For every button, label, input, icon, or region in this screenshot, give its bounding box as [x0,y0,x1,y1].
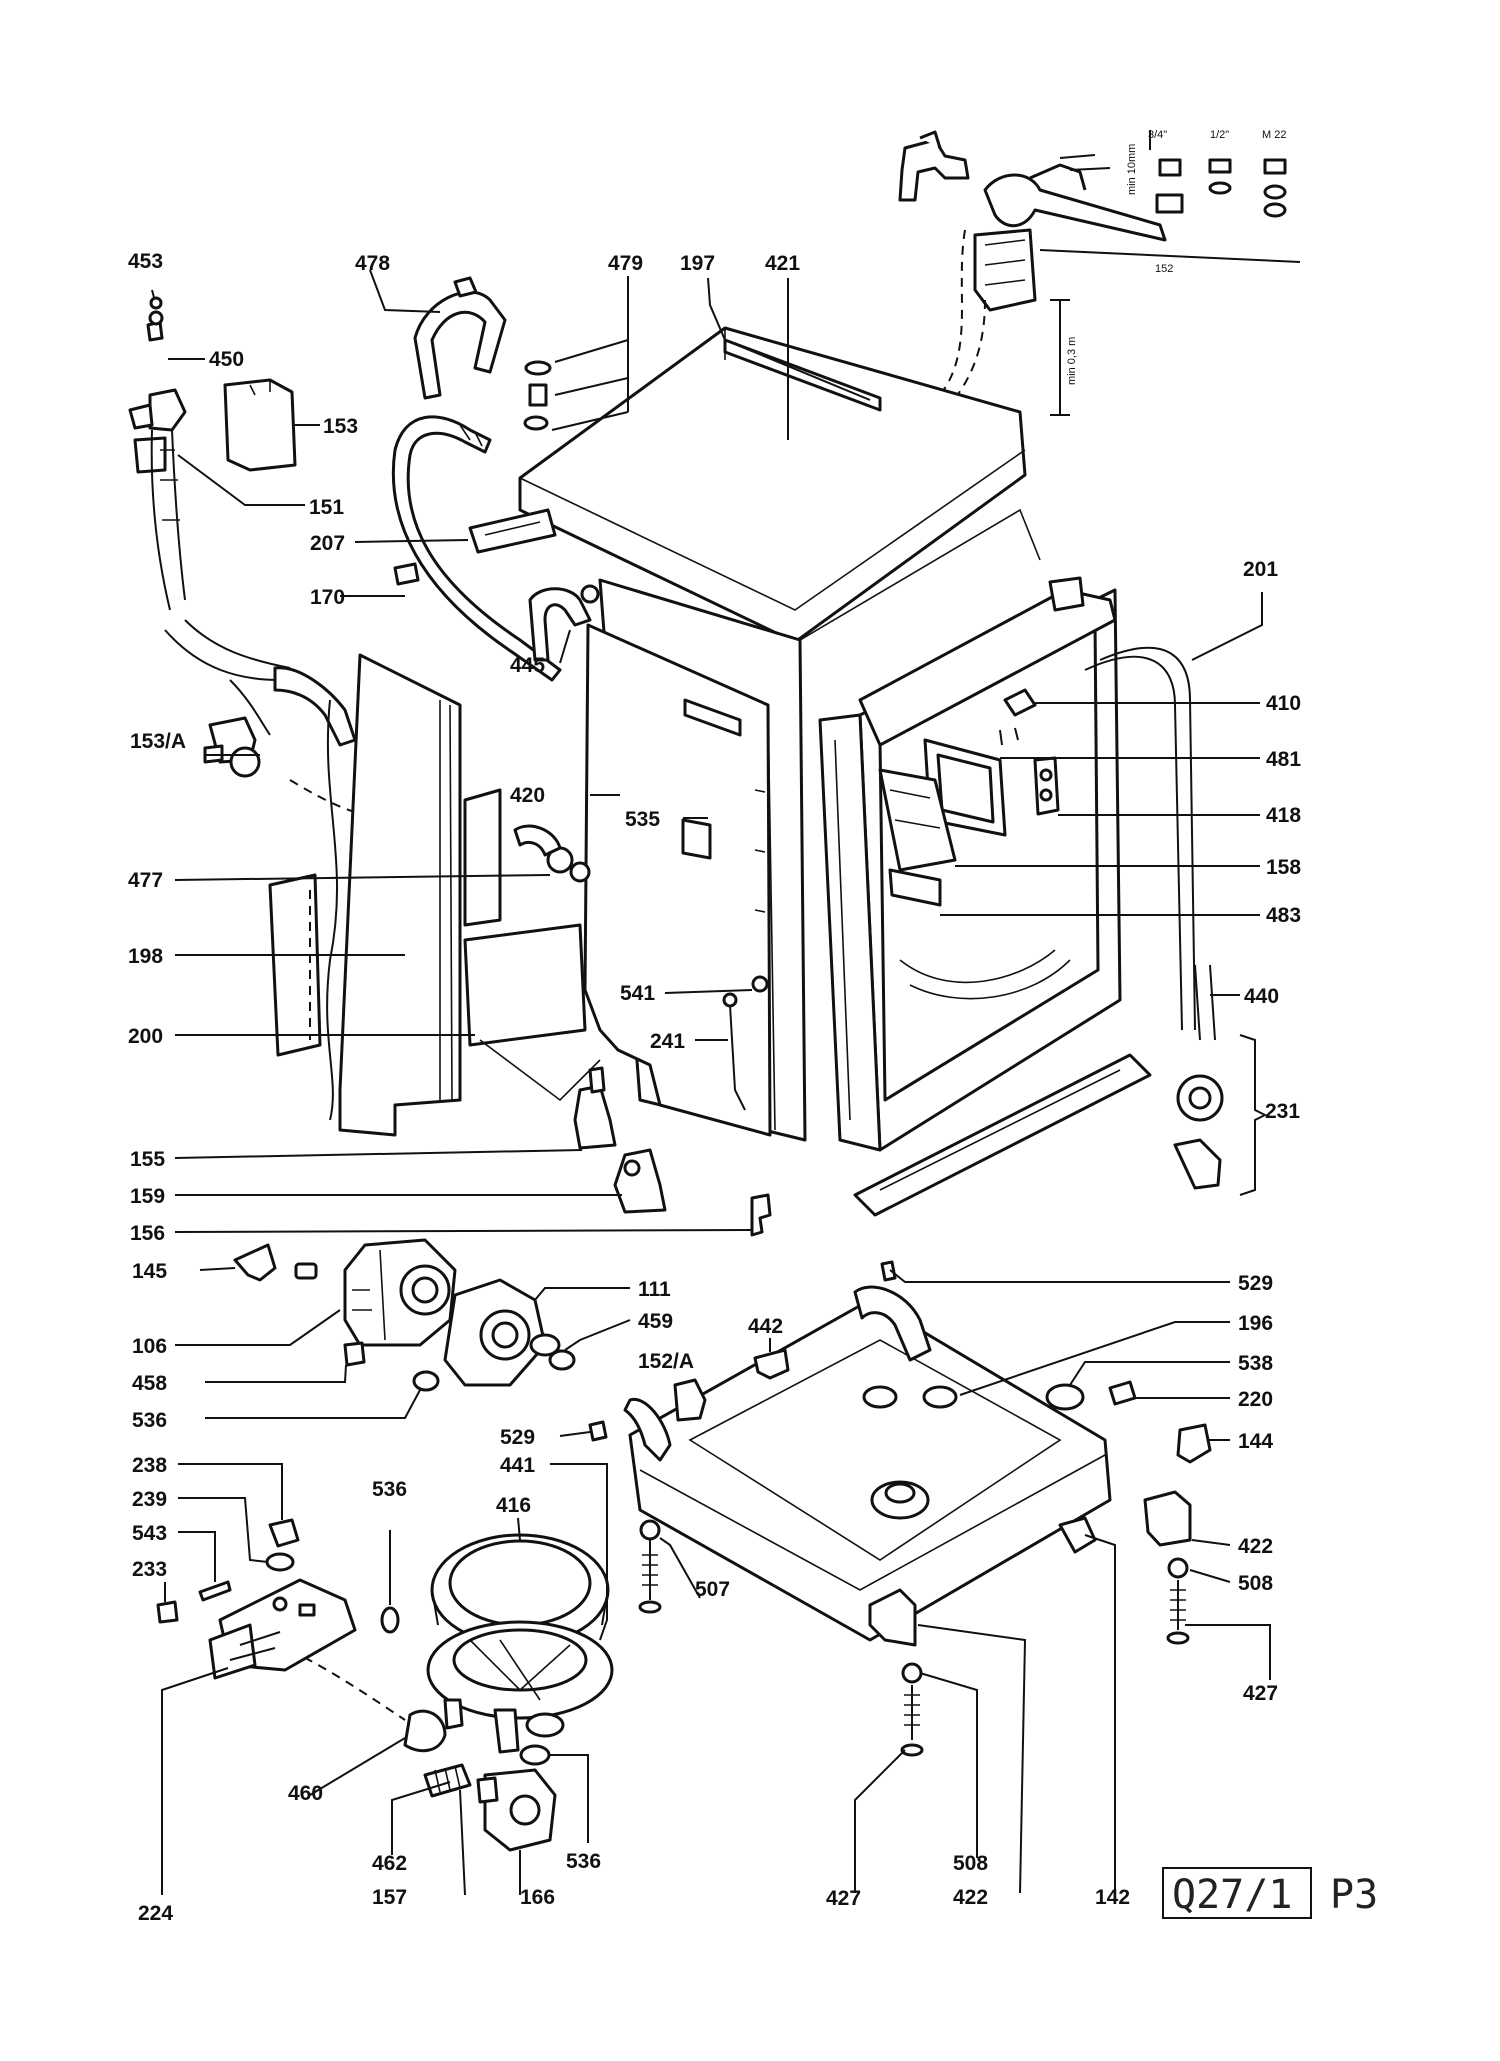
inset-code-152: 152 [1155,263,1173,275]
cabinet [468,326,1216,1217]
label-477: 477 [128,869,163,892]
inset-min-03m: min 0,3 m [1066,337,1078,385]
label-541: 541 [620,982,655,1005]
label-427-a: 427 [1243,1682,1278,1705]
label-535: 535 [625,808,660,831]
label-207: 207 [310,532,345,555]
label-450: 450 [209,348,244,371]
label-106: 106 [132,1335,167,1358]
right-lower-parts [638,1034,1268,1757]
leader-lines [151,269,1271,1896]
label-536-b: 536 [372,1478,407,1501]
sheet-page-text: P3 [1330,1872,1378,1918]
label-144: 144 [1238,1430,1273,1453]
label-538: 538 [1238,1352,1273,1375]
label-508-a: 508 [1238,1572,1273,1595]
label-170: 170 [310,586,345,609]
label-536-c: 536 [566,1850,601,1873]
label-156: 156 [130,1222,165,1245]
water-inlet-inset: 3/4" 1/2" M 22 min 10mm min 0,3 m 152 [898,129,1301,416]
label-142: 142 [1095,1886,1130,1909]
label-418: 418 [1266,804,1301,827]
label-529-b: 529 [500,1426,535,1449]
label-241: 241 [650,1030,685,1053]
label-200: 200 [128,1025,163,1048]
label-220: 220 [1238,1388,1273,1411]
inset-size-3-4: 3/4" [1148,129,1167,141]
label-197: 197 [680,252,715,275]
inset-min-10mm: min 10mm [1126,144,1138,195]
inset-size-m22: M 22 [1262,129,1286,141]
valve-parts [573,1066,772,1237]
inset-size-1-2: 1/2" [1210,129,1229,141]
label-422-b: 422 [953,1886,988,1909]
label-410: 410 [1266,692,1301,715]
left-panels [268,653,601,1137]
label-157: 157 [372,1886,407,1909]
pump-group [233,1238,576,1392]
label-440: 440 [1244,985,1279,1008]
label-445: 445 [510,654,545,677]
label-507: 507 [695,1578,730,1601]
label-529-a: 529 [1238,1272,1273,1295]
label-198: 198 [128,945,163,968]
label-158: 158 [1266,856,1301,879]
label-145: 145 [132,1260,167,1283]
label-543: 543 [132,1522,167,1545]
label-481: 481 [1266,748,1301,771]
label-420: 420 [510,784,545,807]
part-453-washer [149,296,163,310]
label-153a: 153/A [130,730,186,753]
sump-group [156,1518,614,1852]
label-233: 233 [132,1558,167,1581]
label-159: 159 [130,1185,165,1208]
label-460: 460 [288,1782,323,1805]
label-152a: 152/A [638,1350,694,1373]
label-201: 201 [1243,558,1278,581]
label-453: 453 [128,250,163,273]
part-labels: 453 450 153 151 478 479 197 421 207 170 … [128,250,1301,1925]
label-196: 196 [1238,1312,1273,1335]
label-111: 111 [638,1278,671,1301]
label-427-b: 427 [826,1887,861,1910]
label-166: 166 [520,1886,555,1909]
label-441: 441 [500,1454,535,1477]
sheet-code-text: Q27/1 [1172,1872,1292,1918]
label-155: 155 [130,1148,165,1171]
label-478: 478 [355,252,390,275]
label-422-a: 422 [1238,1535,1273,1558]
sheet-code-box [1162,1867,1312,1919]
label-508-b: 508 [953,1852,988,1875]
label-442: 442 [748,1315,783,1338]
interior-components [878,688,1060,907]
label-459: 459 [638,1310,673,1333]
label-239: 239 [132,1488,167,1511]
label-458: 458 [132,1372,167,1395]
label-153: 153 [323,415,358,438]
label-536-a: 536 [132,1409,167,1432]
sheet-code: Q27/1 P3 [1162,1867,1378,1919]
label-479: 479 [608,252,643,275]
label-421: 421 [765,252,800,275]
label-483: 483 [1266,904,1301,927]
label-462: 462 [372,1852,407,1875]
label-238: 238 [132,1454,167,1477]
label-231: 231 [1265,1100,1300,1123]
label-416: 416 [496,1494,531,1517]
label-224: 224 [138,1902,173,1925]
label-151: 151 [309,496,344,519]
